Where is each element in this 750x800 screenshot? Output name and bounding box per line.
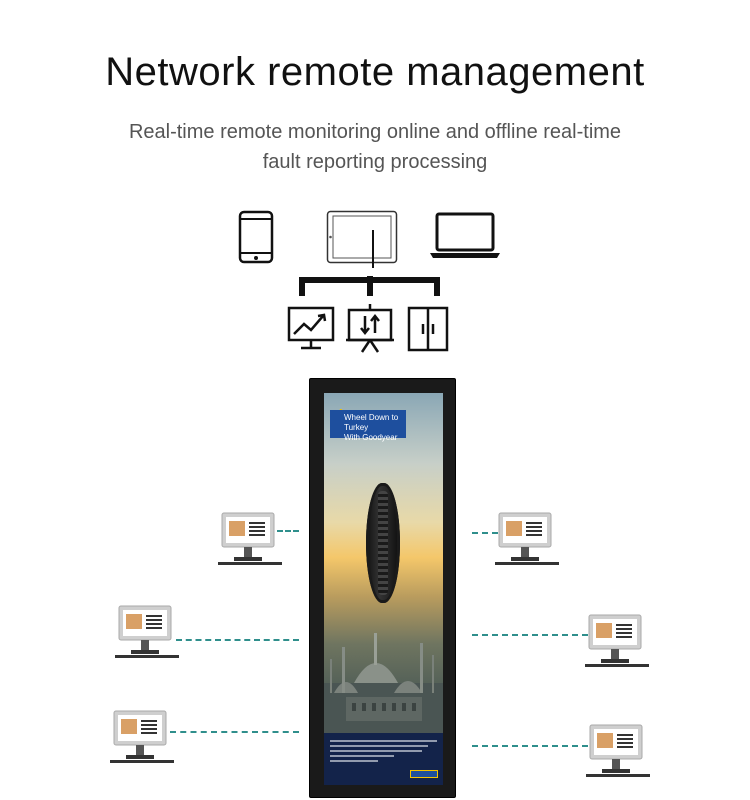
ad-banner-line-2: With Goodyear: [344, 433, 398, 442]
page-subtitle: Real-time remote monitoring online and o…: [0, 117, 750, 177]
connection-line-right-2: [472, 634, 588, 636]
workstation-icon: [585, 614, 649, 667]
digital-signage-kiosk: Wheel Down to Turkey With Goodyear: [309, 378, 456, 798]
subtitle-line-1: Real-time remote monitoring online and o…: [128, 121, 622, 143]
connection-line-right-3: [472, 745, 588, 747]
workstation-icon: [115, 605, 179, 658]
tire-image: [366, 483, 400, 603]
ad-fine-print: [330, 750, 423, 752]
ad-fine-print: [330, 755, 395, 757]
ad-fine-print: [330, 740, 437, 742]
analytics-monitor-icon: [287, 306, 335, 350]
workstation-icon: [586, 724, 650, 777]
tablet-icon: [326, 210, 398, 264]
page-title: Network remote management: [105, 50, 645, 94]
workstation-icon: [495, 512, 559, 565]
tire-tread: [378, 491, 388, 595]
workstation-icon: [218, 512, 282, 565]
smartphone-icon: [238, 210, 274, 264]
connection-line-left-2: [176, 639, 299, 641]
brand-logo: [410, 770, 438, 778]
connection-line-left-3: [170, 731, 299, 733]
workstation-icon: [110, 710, 174, 763]
ad-fine-print: [330, 745, 429, 747]
connector-tree: [299, 230, 440, 296]
ad-banner: Wheel Down to Turkey With Goodyear: [330, 410, 406, 442]
connection-line-left-1: [277, 530, 299, 532]
ad-footer: [324, 733, 443, 785]
connection-line-right-1: [472, 532, 498, 534]
presentation-board-icon: [346, 304, 394, 353]
mosque-skyline-image: [324, 633, 443, 733]
cabinet-icon: [407, 306, 449, 352]
ad-banner-line-1: Wheel Down to Turkey: [344, 413, 399, 432]
subtitle-line-2: fault reporting processing: [262, 151, 488, 173]
kiosk-screen: Wheel Down to Turkey With Goodyear: [324, 393, 443, 785]
laptop-icon: [430, 212, 500, 258]
ad-fine-print: [330, 760, 379, 762]
